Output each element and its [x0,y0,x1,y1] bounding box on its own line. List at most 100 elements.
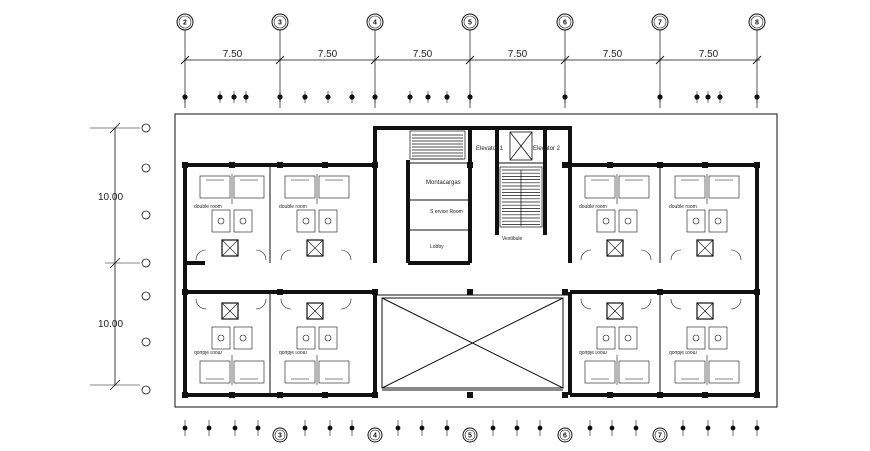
bottom-tick-marker [232,420,238,436]
bottom-tick-marker [537,420,543,436]
structural-column [562,289,568,295]
structural-column [467,162,473,168]
top-tick-marker [407,91,413,103]
grid-label: 3 [278,20,282,27]
structural-column [229,162,235,168]
horizontal-dimension: 7.50 [223,49,243,60]
top-tick-marker [302,91,308,103]
hotel-room-unit: double room [194,298,267,385]
horizontal-dimension: 7.50 [318,49,338,60]
bottom-tick-marker [327,420,333,436]
structural-column [702,392,708,398]
bottom-tick-marker [633,420,639,436]
walls [183,126,759,397]
structural-column [467,392,473,398]
grid-label: 6 [563,433,567,440]
top-tick-marker [217,91,223,103]
bottom-tick-marker [419,420,425,436]
top-tick-marker [231,91,237,103]
bottom-tick-marker [255,420,261,436]
structural-column [229,392,235,398]
grid-label: 5 [468,433,472,440]
structural-column [277,392,283,398]
structural-column [754,162,760,168]
grid-marker-bottom: 3 [272,427,288,443]
top-tick-marker [562,91,568,103]
vertical-dimension-2: 10.00 [98,319,123,330]
top-tick-marker [754,91,760,103]
service-room-label: S ervice Room [430,209,463,215]
bottom-tick-marker [730,420,736,436]
top-tick-marker [467,91,473,103]
bottom-tick-marker [754,420,760,436]
hotel-room-unit: double room [194,174,267,261]
hotel-room-unit: double room [279,298,352,385]
room-label: double room [669,349,697,355]
structural-column [657,289,663,295]
structural-column [754,289,760,295]
vertical-dimension-1: 10.00 [98,192,123,203]
grid-label: 4 [373,433,377,440]
structural-column [754,392,760,398]
bottom-tick-marker [609,420,615,436]
bottom-tick-marker [395,420,401,436]
grid-marker-bottom: 4 [367,427,383,443]
grid-label: 3 [278,433,282,440]
room-label: double room [279,204,307,210]
structural-column [277,289,283,295]
bottom-tick-marker [302,420,308,436]
structural-column [372,162,378,168]
elevator-1-label: Elevator 1 [476,146,504,152]
top-tick-marker [372,91,378,103]
horizontal-dimension: 7.50 [603,49,623,60]
vestibule-label: Vestibule [502,236,523,242]
structural-column [182,289,188,295]
hotel-room-unit: double room [669,174,742,261]
top-tick-marker [277,91,283,103]
grid-marker-bottom: 7 [652,427,668,443]
bottom-tick-marker [349,420,355,436]
room-label: double room [579,204,607,210]
grid-label: 4 [373,20,377,27]
room-label: double room [194,349,222,355]
room-label: double room [194,204,222,210]
structural-column [702,162,708,168]
bottom-tick-marker [206,420,212,436]
building-outline [174,113,778,408]
structural-column [657,392,663,398]
top-tick-marker [705,91,711,103]
montacargas-label: Montacargas [426,180,461,186]
lobby-label: Lobby [430,244,444,250]
bottom-tick-marker [490,420,496,436]
room-label: double room [579,349,607,355]
grid-label: 7 [658,20,662,27]
bottom-tick-marker [182,420,188,436]
top-tick-marker [657,91,663,103]
structural-column [322,162,328,168]
grid-label: 6 [563,20,567,27]
hotel-room-unit: double room [579,174,652,261]
structural-column [182,162,188,168]
top-tick-marker [444,91,450,103]
bottom-tick-marker [444,420,450,436]
structural-column [182,392,188,398]
bottom-tick-marker [587,420,593,436]
structural-column [372,392,378,398]
horizontal-dimension: 7.50 [508,49,528,60]
grid-marker-bottom: 6 [557,427,573,443]
hotel-room-unit: double room [279,174,352,261]
room-label: double room [279,349,307,355]
top-tick-marker [325,91,331,103]
bottom-tick-marker [680,420,686,436]
structural-column [562,392,568,398]
grid-label: 7 [658,433,662,440]
elevator-2-label: Elevator 2 [533,146,561,152]
structural-column [657,162,663,168]
grid-marker-bottom: 5 [462,427,478,443]
top-tick-marker [694,91,700,103]
top-tick-marker [425,91,431,103]
structural-column [372,289,378,295]
structural-column [607,392,613,398]
structural-column [277,162,283,168]
